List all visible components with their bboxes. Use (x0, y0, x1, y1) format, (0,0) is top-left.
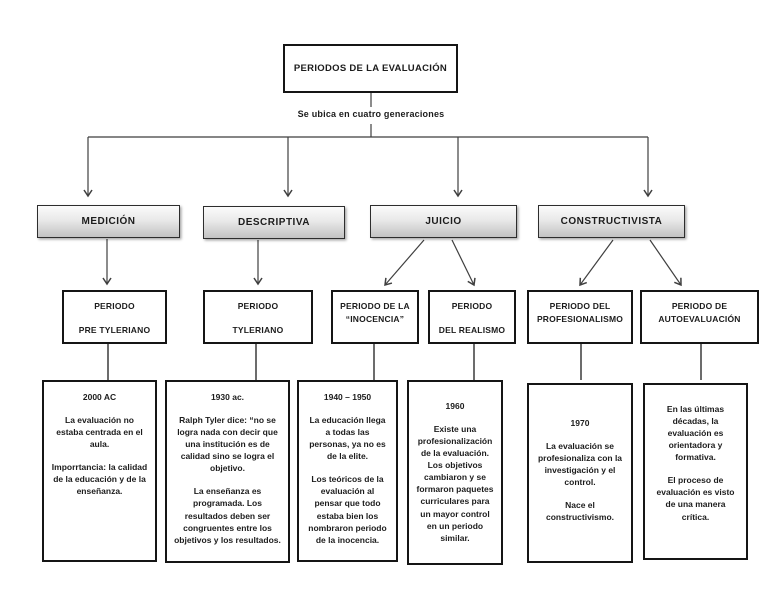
detail-node-1940-1950: 1940 – 1950 La educación llega a todas l… (297, 380, 398, 562)
period-label-line2: AUTOEVALUACIÓN (658, 314, 741, 324)
period-node-profesionalismo: PERIODO DEL PROFESIONALISMO (527, 290, 633, 344)
period-label-line1: PERIODO (94, 301, 135, 311)
detail-node-1970: 1970 La evaluación se profesionaliza con… (527, 383, 633, 563)
period-label-line2: TYLERIANO (232, 325, 284, 335)
detail-node-1960: 1960 Existe una profesionalización de la… (407, 380, 503, 565)
generation-label: JUICIO (425, 216, 462, 227)
detail-paragraph: Los teóricos de la evaluación al pensar … (308, 474, 387, 545)
detail-heading: 1970 (570, 418, 590, 428)
period-node-pre-tyleriano: PERIODO PRE TYLERIANO (62, 290, 167, 344)
period-label-line2: DEL REALISMO (438, 325, 506, 335)
period-label-line1: PERIODO DE (671, 301, 728, 311)
detail-paragraph: La evaluación no estaba centrada en el a… (56, 415, 143, 450)
detail-paragraph: Imporrtancia: la calidad de la educación… (51, 462, 148, 497)
detail-paragraph: Existe una profesionalización de la eval… (416, 424, 494, 543)
connector-juicio-realismo (451, 239, 476, 287)
detail-paragraph: La educación llega a todas las personas,… (309, 415, 386, 462)
generation-node-constructivista: CONSTRUCTIVISTA (538, 205, 685, 238)
period-node-realismo: PERIODO DEL REALISMO (428, 290, 516, 344)
period-node-tyleriano: PERIODO TYLERIANO (203, 290, 313, 344)
period-label-line1: PERIODO DEL (549, 301, 611, 311)
detail-heading: 1960 (445, 401, 465, 411)
detail-paragraph: La enseñanza es programada. Los resultad… (174, 486, 281, 545)
detail-paragraph: El proceso de evaluación es visto de una… (656, 475, 735, 522)
detail-node-2000-ac: 2000 AC La evaluación no estaba centrada… (42, 380, 157, 562)
generation-node-juicio: JUICIO (370, 205, 517, 238)
detail-node-1930: 1930 ac. Ralph Tyler dice: “no se logra … (165, 380, 290, 563)
generation-node-medicion: MEDICIÓN (37, 205, 180, 238)
connector-juicio-inocencia (384, 239, 425, 287)
detail-paragraph: En las últimas décadas, la evaluación es… (666, 404, 725, 463)
connector-constructivista-autoevaluacion (649, 239, 682, 287)
root-node: PERIODOS DE LA EVALUACIÓN (283, 44, 458, 93)
branch-label: Se ubica en cuatro generaciones (297, 109, 445, 119)
period-label-line1: PERIODO (451, 301, 493, 311)
period-label-line1: PERIODO DE LA (340, 301, 410, 311)
detail-paragraph: Ralph Tyler dice: “no se logra nada con … (177, 415, 278, 474)
generation-label: DESCRIPTIVA (238, 217, 310, 228)
generation-node-descriptiva: DESCRIPTIVA (203, 206, 345, 239)
period-label-line2: PRE TYLERIANO (78, 325, 151, 335)
root-node-label: PERIODOS DE LA EVALUACIÓN (293, 63, 448, 74)
period-label-line2: PROFESIONALISMO (536, 314, 624, 324)
detail-node-ultimas-decadas: En las últimas décadas, la evaluación es… (643, 383, 748, 560)
generation-label: MEDICIÓN (81, 216, 136, 227)
detail-heading: 1930 ac. (210, 392, 245, 402)
detail-paragraph: Nace el constructivismo. (545, 500, 615, 523)
generation-label: CONSTRUCTIVISTA (560, 216, 663, 227)
period-label-line1: PERIODO (237, 301, 279, 311)
period-node-inocencia: PERIODO DE LA “INOCENCIA” (331, 290, 419, 344)
connector-constructivista-profesionalismo (579, 239, 614, 287)
period-node-autoevaluacion: PERIODO DE AUTOEVALUACIÓN (640, 290, 759, 344)
detail-heading: 2000 AC (82, 392, 117, 402)
period-label-line2: “INOCENCIA” (345, 314, 405, 324)
detail-heading: 1940 – 1950 (323, 392, 372, 402)
detail-paragraph: La evaluación se profesionaliza con la i… (537, 441, 623, 488)
